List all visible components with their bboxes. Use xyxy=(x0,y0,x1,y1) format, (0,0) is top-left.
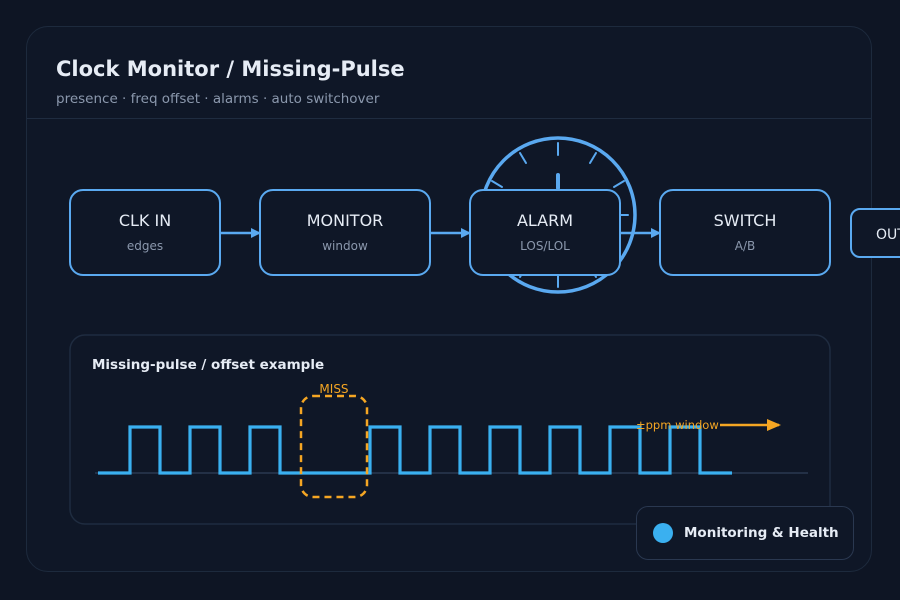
node-clk-in[interactable]: CLK IN edges xyxy=(69,189,221,276)
miss-label: MISS xyxy=(319,382,348,396)
node-title: MONITOR xyxy=(307,211,384,230)
node-title: OUT xyxy=(876,227,900,243)
node-subtitle: edges xyxy=(127,239,163,253)
page-subtitle: presence · freq offset · alarms · auto s… xyxy=(56,91,380,107)
node-title: SWITCH xyxy=(714,211,777,230)
node-switch[interactable]: SWITCH A/B xyxy=(659,189,831,276)
legend-dot-icon xyxy=(653,523,673,543)
miss-window xyxy=(299,394,369,499)
legend: Monitoring & Health xyxy=(636,506,854,560)
node-subtitle: A/B xyxy=(735,239,755,253)
node-out[interactable]: OUT xyxy=(850,208,900,258)
node-monitor[interactable]: MONITOR window xyxy=(259,189,431,276)
panel-title: Missing-pulse / offset example xyxy=(92,357,324,373)
clock-waveform xyxy=(98,425,732,475)
node-subtitle: window xyxy=(322,239,368,253)
node-title: CLK IN xyxy=(119,211,171,230)
node-subtitle: LOS/LOL xyxy=(520,239,570,253)
ppm-window-label: ±ppm window xyxy=(636,418,719,432)
legend-label: Monitoring & Health xyxy=(684,525,839,541)
page-title: Clock Monitor / Missing-Pulse xyxy=(56,57,405,81)
waveform-panel: Missing-pulse / offset example MISS ±ppm… xyxy=(69,334,831,525)
node-alarm[interactable]: ALARM LOS/LOL xyxy=(469,189,621,276)
card-header: Clock Monitor / Missing-Pulse presence ·… xyxy=(27,27,871,119)
node-title: ALARM xyxy=(517,211,573,230)
